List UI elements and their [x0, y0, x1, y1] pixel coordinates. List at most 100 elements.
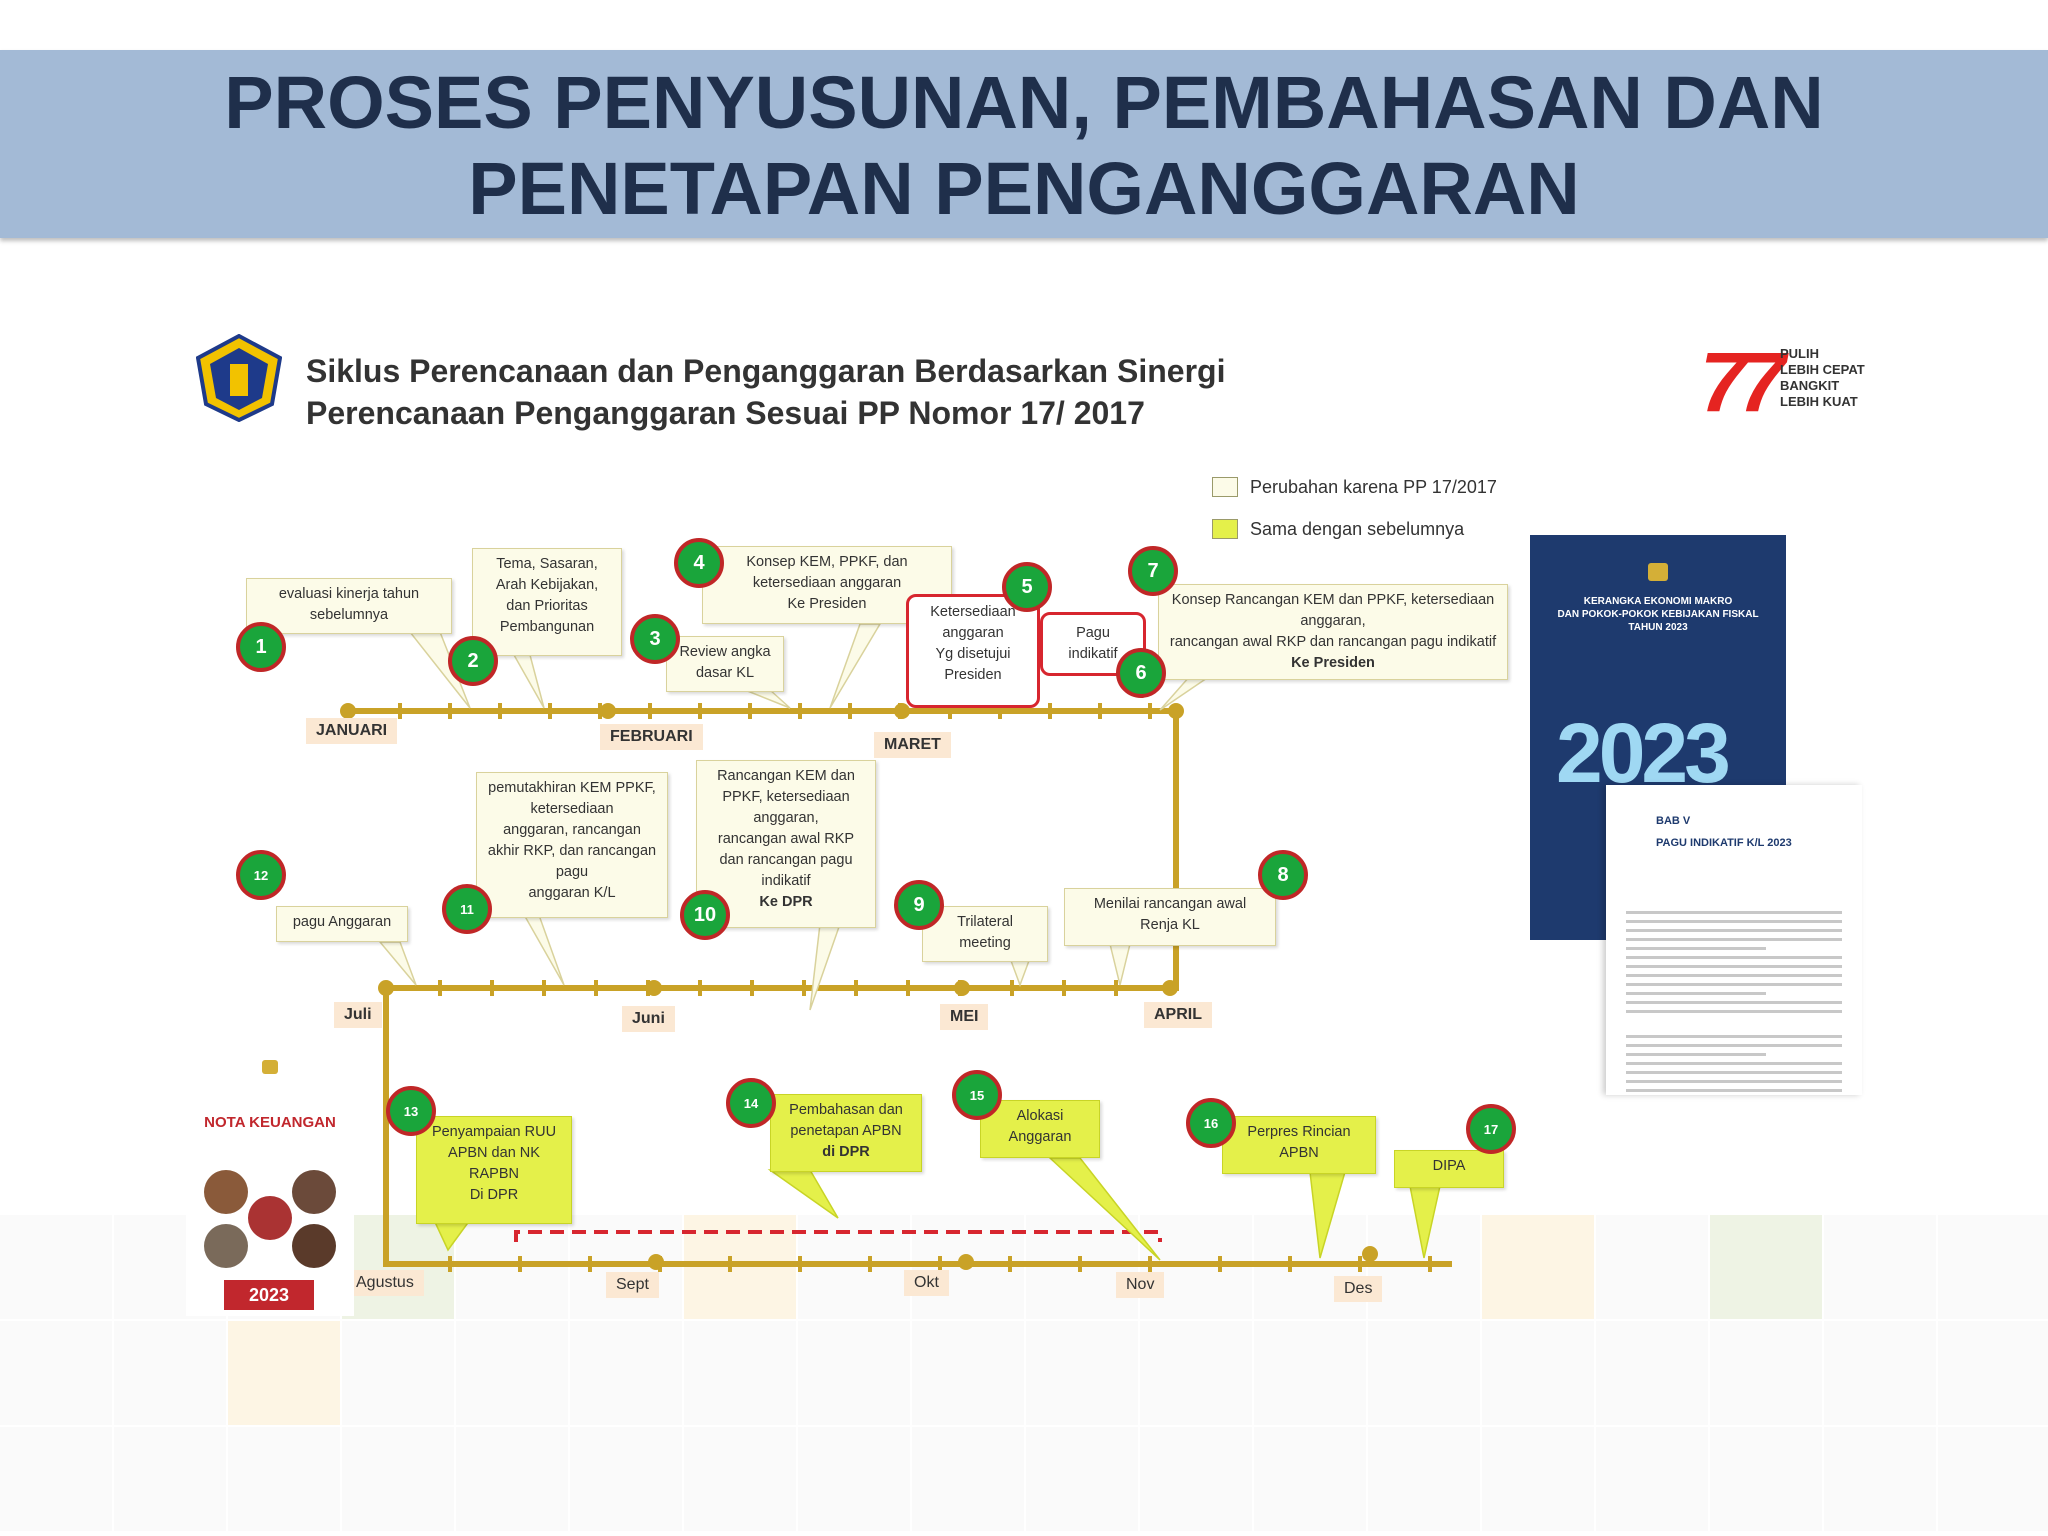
background-grid-cell [228, 1427, 340, 1531]
photo-hex-icon [292, 1170, 336, 1214]
legend-item-changed: Perubahan karena PP 17/2017 [1212, 474, 1497, 500]
step-11-line: anggaran K/L [528, 885, 616, 901]
page-text-line [1626, 938, 1842, 941]
step-node-1: 1 [236, 622, 286, 672]
pointer-16 [1309, 1171, 1346, 1259]
step-13-line: RAPBN [469, 1166, 519, 1182]
step-1-line: sebelumnya [309, 607, 389, 623]
kemenkeu-logo-icon [196, 334, 282, 422]
step-2-line: Pembangunan [499, 619, 595, 635]
diagram-subtitle-line2: Perencanaan Penganggaran Sesuai PP Nomor… [306, 395, 1145, 431]
step-box-3: Review angka dasar KL [666, 636, 784, 692]
step-node-6: 6 [1116, 648, 1166, 698]
step-2-line: Arah Kebijakan, [495, 577, 599, 593]
step-7-line: rancangan awal RKP dan rancangan pagu in… [1169, 634, 1497, 650]
cover-kem-year: 2023 [1556, 706, 1731, 800]
legend-swatch-pale [1212, 477, 1238, 497]
background-grid-cell [1710, 1321, 1822, 1425]
background-grid-cell [684, 1321, 796, 1425]
step-box-12: pagu Anggaran [276, 906, 408, 942]
step-box-13: Penyampaian RUU APBN dan NK RAPBN Di DPR [416, 1116, 572, 1224]
dot-okt [958, 1254, 974, 1270]
background-grid-cell [1482, 1215, 1594, 1319]
month-label-juni: Juni [622, 1006, 675, 1032]
step-17-line: DIPA [1432, 1158, 1466, 1174]
step-node-15: 15 [952, 1070, 1002, 1120]
legend: Perubahan karena PP 17/2017 Sama dengan … [1212, 474, 1497, 558]
background-grid-cell [456, 1321, 568, 1425]
step-12-line: pagu Anggaran [292, 914, 392, 930]
background-grid-cell [912, 1427, 1024, 1531]
page-text-line [1626, 911, 1842, 914]
background-grid-cell [1482, 1321, 1594, 1425]
dot-april [1162, 980, 1178, 996]
step-box-6: Pagu indikatif [1040, 612, 1146, 676]
photo-hex-icon [204, 1170, 248, 1214]
step-10-line: indikatif [761, 873, 811, 889]
step-6-line: indikatif [1068, 646, 1118, 662]
background-grid-cell [0, 1321, 112, 1425]
background-grid-cell [114, 1427, 226, 1531]
step-box-16: Perpres Rincian APBN [1222, 1116, 1376, 1174]
dot-mar-end [1168, 703, 1184, 719]
month-label-april: APRIL [1144, 1002, 1212, 1028]
step-1-line: evaluasi kinerja tahun [278, 586, 420, 602]
background-grid-cell [1710, 1427, 1822, 1531]
background-grid-cell [0, 1215, 112, 1319]
dot-des [1362, 1246, 1378, 1262]
background-grid-cell [342, 1427, 454, 1531]
step-node-3: 3 [630, 614, 680, 664]
photo-hex-icon [248, 1196, 292, 1240]
background-grid-cell [570, 1427, 682, 1531]
step-14-line: Pembahasan dan [789, 1102, 903, 1118]
background-grid-cell [570, 1321, 682, 1425]
timeline-dots [340, 703, 1378, 1270]
background-grid-cell [1482, 1427, 1594, 1531]
step-5-line: Ketersediaan [930, 604, 1016, 620]
slide-title-line2: PENETAPAN PENGANGGARAN [468, 147, 1580, 230]
step-7-bold: Ke Presiden [1291, 655, 1375, 671]
page-bab-label: BAB V [1656, 815, 1691, 827]
step-11-line: ketersediaan [530, 801, 614, 817]
background-grid-cell [0, 1427, 112, 1531]
page-text-line [1626, 983, 1842, 986]
hut-ri-77-logo: 77 PULIH LEBIH CEPAT BANGKIT LEBIH KUAT [1700, 335, 1865, 429]
background-grid-cell [1596, 1215, 1708, 1319]
step-2-line: Tema, Sasaran, [496, 556, 598, 572]
page-text-line [1626, 1080, 1842, 1083]
step-box-11: pemutakhiran KEM PPKF, ketersediaan angg… [476, 772, 668, 918]
step-14-bold: di DPR [822, 1144, 870, 1160]
page-text-line [1626, 947, 1766, 950]
background-grid-cell [1824, 1427, 1936, 1531]
pointer-7 [1159, 675, 1213, 711]
step-box-5: Ketersediaan anggaran Yg disetujui Presi… [906, 594, 1040, 708]
legend-swatch-lime [1212, 519, 1238, 539]
page-text-line [1626, 1044, 1842, 1047]
dot-mei [954, 980, 970, 996]
step-10-line: anggaran, [753, 810, 819, 826]
logo-77-number: 77 [1700, 335, 1785, 429]
cover-kem-title-line: KERANGKA EKONOMI MAKRO [1583, 596, 1733, 607]
dot-feb [600, 703, 616, 719]
logo-77-tagline: PULIH LEBIH CEPAT BANGKIT LEBIH KUAT [1780, 346, 1900, 410]
slide-title-bar: PROSES PENYUSUNAN, PEMBAHASAN DAN PENETA… [0, 50, 2048, 238]
step-14-line: penetapan APBN [790, 1123, 902, 1139]
background-grid-cell [684, 1427, 796, 1531]
step-11-line: pemutakhiran KEM PPKF, [488, 780, 656, 796]
logo-77-tag-4: LEBIH KUAT [1780, 394, 1858, 409]
pointer-10 [809, 923, 842, 1011]
pointer-17 [1409, 1185, 1441, 1259]
cover-nota-keuangan: NOTA KEUANGAN 2023 [186, 1058, 354, 1316]
pointer-15 [1048, 1157, 1161, 1261]
page-text-line [1626, 929, 1842, 932]
pointer-2 [512, 654, 545, 709]
step-box-4: Konsep KEM, PPKF, dan ketersediaan angga… [702, 546, 952, 624]
lime-pointers [432, 1157, 1441, 1261]
logo-77-tag-2: LEBIH CEPAT [1780, 362, 1865, 377]
month-label-februari: FEBRUARI [600, 724, 703, 750]
step-node-14: 14 [726, 1078, 776, 1128]
diagram-subtitle: Siklus Perencanaan dan Penganggaran Berd… [306, 350, 1225, 434]
step-box-1: evaluasi kinerja tahun sebelumnya [246, 578, 452, 634]
timeline-track [346, 708, 1452, 1267]
legend-label-same: Sama dengan sebelumnya [1250, 518, 1465, 539]
